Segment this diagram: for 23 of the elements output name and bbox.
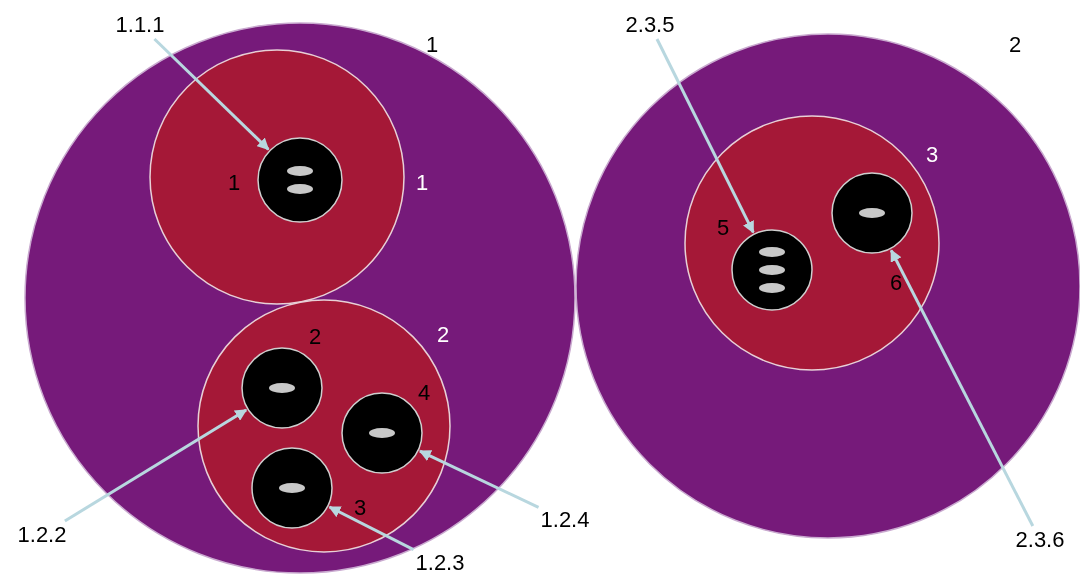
callout-label: 1.2.3 [415, 551, 465, 575]
callout-label: 1.1.1 [115, 13, 165, 37]
callout-label: 2.3.5 [625, 13, 675, 37]
arrow [328, 505, 415, 551]
circle-label: 1 [415, 171, 429, 195]
arrow [889, 249, 1035, 527]
circle-label: 3 [925, 143, 939, 167]
circle-label: 1 [227, 171, 241, 195]
circle-label: 1 [425, 33, 439, 57]
circle-label: 6 [889, 271, 903, 295]
arrow [153, 37, 270, 151]
circle-label: 5 [716, 216, 730, 240]
callout-label: 1.2.4 [540, 508, 590, 532]
arrow [64, 408, 248, 523]
circle-label: 2 [308, 325, 322, 349]
circle-label: 2 [436, 323, 450, 347]
circle-label: 3 [353, 496, 367, 520]
callout-label: 2.3.6 [1015, 528, 1065, 552]
circle-label: 4 [417, 381, 431, 405]
circle-label: 2 [1008, 33, 1022, 57]
arrow [418, 449, 540, 509]
arrow [655, 38, 755, 234]
callout-label: 1.2.2 [17, 523, 67, 547]
